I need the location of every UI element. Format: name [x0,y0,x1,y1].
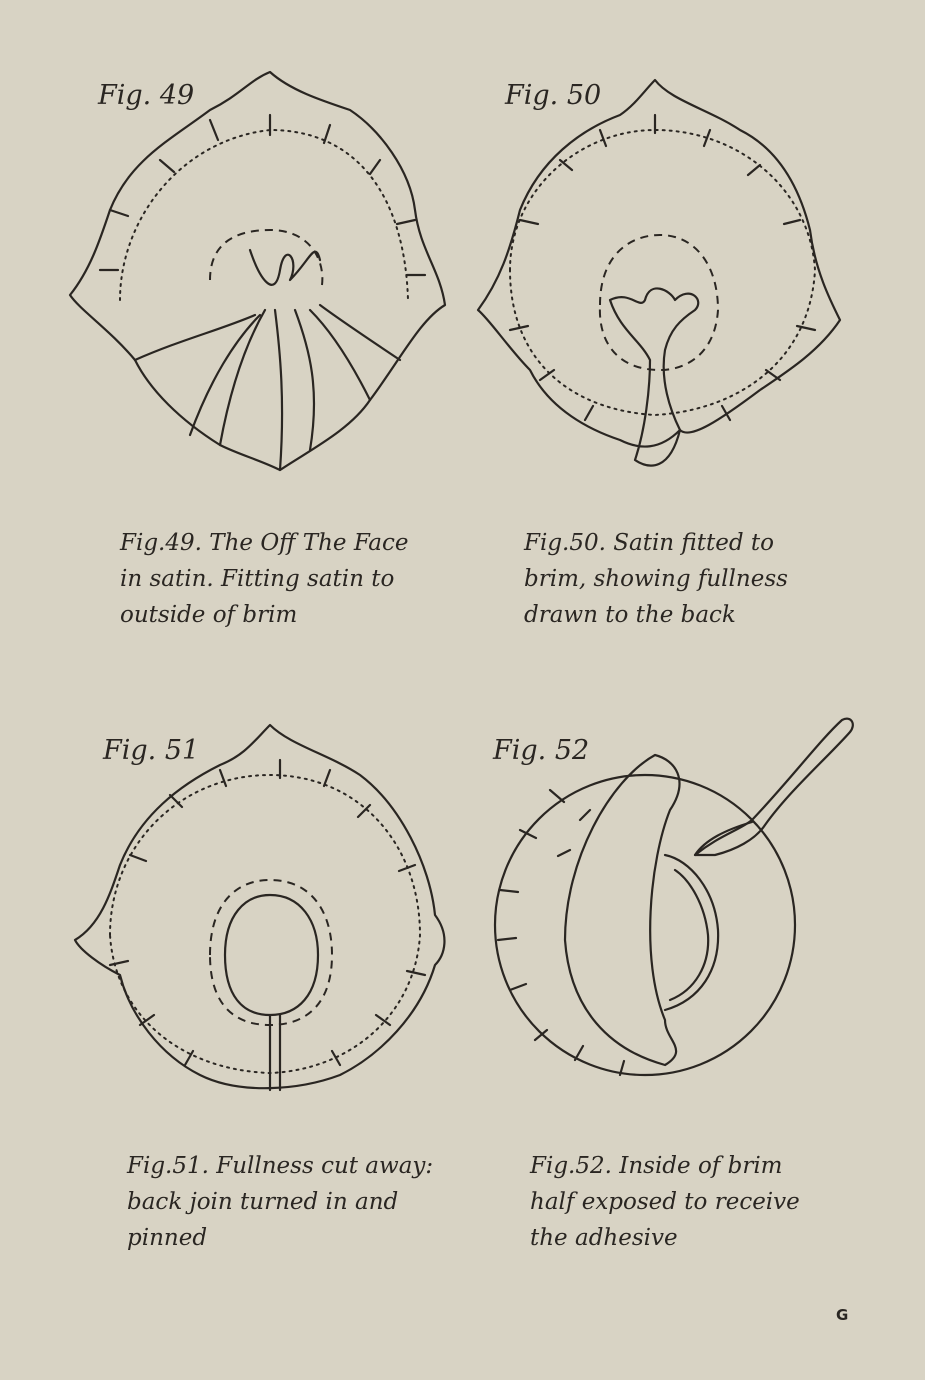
figure-49-illustration [60,60,460,490]
figure-51-label: Fig. 51 [103,735,200,766]
figure-49-label: Fig. 49 [98,80,195,111]
figure-52-caption: Fig.52. Inside of brim half exposed to r… [530,1153,800,1251]
figure-50-label: Fig. 50 [505,80,602,111]
figure-50-caption: Fig.50. Satin fitted to brim, showing fu… [524,530,788,628]
page-letter: G [836,1306,849,1324]
figure-50-illustration [470,70,850,490]
figure-49-caption: Fig.49. The Off The Face in satin. Fitti… [120,530,409,628]
figure-51-illustration [70,715,460,1105]
figure-52-illustration [490,710,860,1090]
figure-51-caption: Fig.51. Fullness cut away: back join tur… [127,1153,434,1251]
figure-52-label: Fig. 52 [493,735,590,766]
